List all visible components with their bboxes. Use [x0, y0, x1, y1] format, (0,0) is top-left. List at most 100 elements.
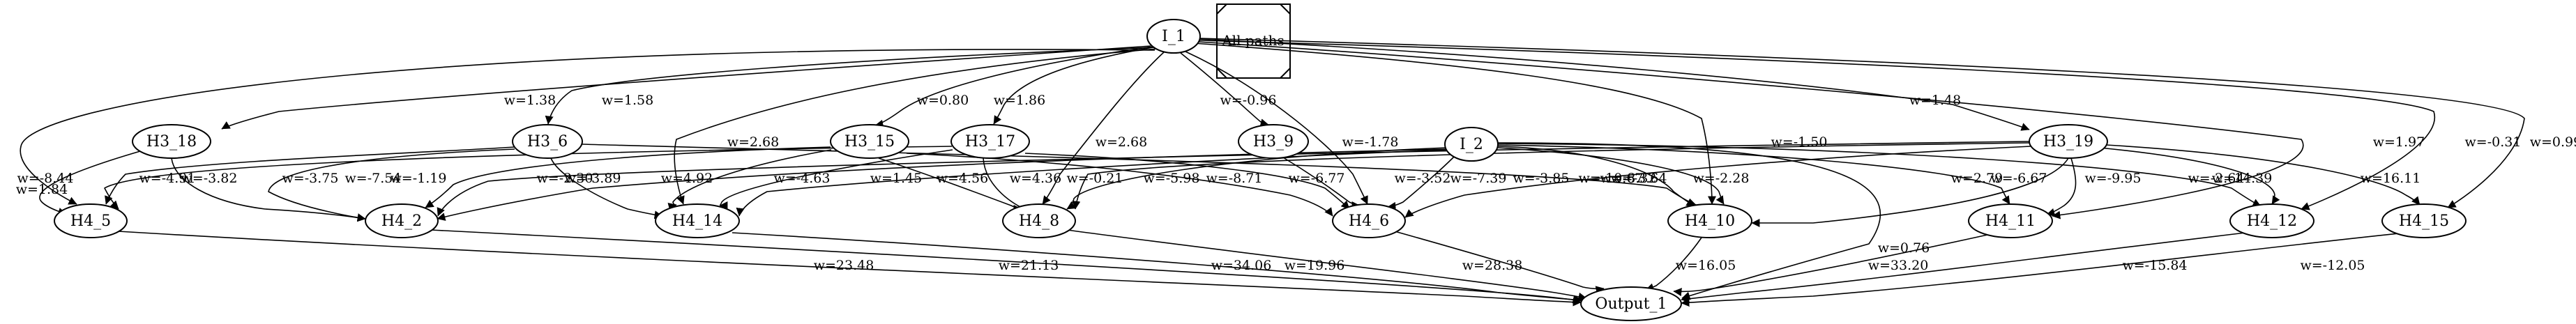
edge-weight-label: w=28.38 — [1462, 258, 1523, 273]
edge-weight-label: w=-2.30 — [537, 171, 593, 186]
edge-h3_6-h4_10: w=-3.64 — [582, 144, 1697, 207]
edge-i_1-h3_17: w=1.86 — [993, 45, 1162, 125]
edge-line — [1681, 232, 2246, 303]
legend: All paths — [1216, 3, 1291, 79]
edge-line — [2105, 144, 2420, 206]
edge-weight-label: w=-10.67 — [1579, 171, 1644, 186]
node-ellipse — [132, 124, 211, 159]
node-label: H4_8 — [1019, 213, 1059, 230]
edge-weight-label: w=-3.64 — [1611, 171, 1667, 186]
node-label: Output_1 — [1595, 295, 1667, 313]
edge-h4_11-output_1: w=33.20 — [1673, 234, 1988, 297]
node-label: H3_9 — [1253, 133, 1294, 151]
edge-i_1-h4_12: w=-0.31 — [1199, 40, 2521, 210]
node-h3-6: H3_6 — [512, 124, 583, 159]
edge-h4_2-output_1: w=21.13 — [430, 229, 1582, 304]
edge-line — [674, 48, 1158, 205]
edge-weight-label: w=4.36 — [1010, 171, 1062, 186]
edge-i_1-h4_14: w=2.68 — [674, 48, 1158, 205]
edge-weight-label: w=1.38 — [504, 93, 556, 108]
edge-weight-label: w=0.99 — [2530, 134, 2576, 150]
edge-weight-label: w=-7.39 — [1450, 171, 1507, 186]
edge-weight-label: w=1.97 — [2373, 134, 2425, 150]
edge-h4_6-output_1: w=28.38 — [1394, 231, 1605, 295]
node-output-1: Output_1 — [1580, 286, 1682, 321]
node-i-1: I_1 — [1146, 19, 1201, 54]
edge-line — [20, 49, 1156, 205]
edge-line — [1394, 231, 1605, 295]
node-ellipse — [1332, 203, 1406, 238]
node-h4-11: H4_11 — [1968, 203, 2053, 238]
edge-line — [1185, 51, 1368, 205]
edge-line — [171, 157, 366, 222]
node-ellipse — [365, 203, 439, 238]
edge-h3_15-h4_6: w=-5.98 — [906, 153, 1333, 217]
edge-line — [268, 148, 515, 222]
node-label: H3_18 — [146, 133, 197, 151]
node-h3-9: H3_9 — [1238, 124, 1309, 159]
node-h4-15: H4_15 — [2381, 203, 2467, 238]
edge-i_1-h3_15: w=0.80 — [874, 45, 1158, 128]
edge-weight-label: w=-1.50 — [1771, 134, 1828, 150]
edge-weight-label: w=16.05 — [1676, 258, 1736, 273]
node-label: H4_15 — [2399, 213, 2449, 230]
edge-weight-label: w=33.20 — [1868, 258, 1929, 273]
edge-line — [545, 47, 1156, 125]
node-h4-2: H4_2 — [365, 203, 439, 238]
edge-weight-label: w=-2.64 — [2188, 171, 2245, 186]
edge-line — [1497, 143, 2261, 207]
edge-weight-label: w=23.48 — [814, 258, 874, 273]
edge-weight-label: w=-6.77 — [1289, 171, 1345, 186]
edge-line — [906, 153, 1333, 217]
edge-i_2-h4_12: w=-2.64 — [1497, 143, 2261, 207]
node-ellipse — [2381, 203, 2467, 238]
edge-weight-label: w=-0.21 — [1067, 171, 1123, 186]
edge-line — [582, 144, 1697, 207]
node-ellipse — [1002, 203, 1076, 238]
node-i-2: I_2 — [1444, 127, 1499, 162]
edge-i_1-h4_15: w=0.99 — [1199, 38, 2576, 208]
edge-h3_19-h4_12: w=14.39 — [2098, 147, 2280, 205]
node-label: H4_2 — [381, 213, 422, 230]
edge-i_2-h4_6: w=-3.52 — [1387, 156, 1455, 210]
node-h4-14: H4_14 — [655, 203, 740, 238]
node-label: H3_19 — [2043, 133, 2093, 151]
edge-h3_19-h4_8: w=-7.39 — [1072, 142, 2030, 210]
edge-weight-label: w=-8.32 — [1600, 171, 1657, 186]
edge-weight-label: w=1.84 — [16, 182, 68, 197]
node-label: H4_14 — [672, 213, 722, 230]
edge-line — [1199, 38, 2525, 208]
edge-line — [732, 232, 1583, 304]
edge-i_1-h4_5: w=1.84 — [16, 49, 1156, 205]
edge-h3_9-h4_6: w=-6.77 — [1282, 157, 1361, 210]
edge-weight-label: w=-7.54 — [345, 171, 402, 186]
edge-weight-label: w=14.39 — [2212, 171, 2273, 186]
node-label: H4_12 — [2247, 213, 2297, 230]
edge-line — [2098, 147, 2280, 205]
edge-weight-label: w=-12.05 — [2301, 258, 2365, 273]
edge-line — [437, 141, 2030, 217]
edge-line — [1198, 38, 2030, 131]
edge-weight-label: w=2.68 — [727, 134, 780, 150]
edge-line — [103, 146, 953, 210]
edge-weight-label: w=-3.52 — [1395, 171, 1451, 186]
edge-weight-label: w=1.45 — [870, 171, 923, 186]
node-ellipse — [1146, 19, 1201, 54]
node-h3-18: H3_18 — [132, 124, 211, 159]
edge-weight-label: w=-15.84 — [2123, 258, 2188, 273]
edge-h4_12-output_1: w=-15.84 — [1681, 232, 2246, 303]
edge-h3_6-h4_2: w=-3.75 — [268, 148, 515, 222]
edge-h4_8-output_1: w=19.96 — [1066, 229, 1587, 301]
node-ellipse — [1238, 124, 1309, 159]
edge-weight-label: w=-8.71 — [1206, 171, 1263, 186]
edge-line — [425, 146, 831, 208]
edge-line — [105, 146, 515, 205]
edge-line — [1066, 229, 1587, 301]
legend-box — [1216, 3, 1291, 79]
node-ellipse — [2029, 124, 2108, 159]
node-ellipse — [2229, 203, 2314, 238]
edge-weight-label: w=-3.82 — [181, 171, 238, 186]
